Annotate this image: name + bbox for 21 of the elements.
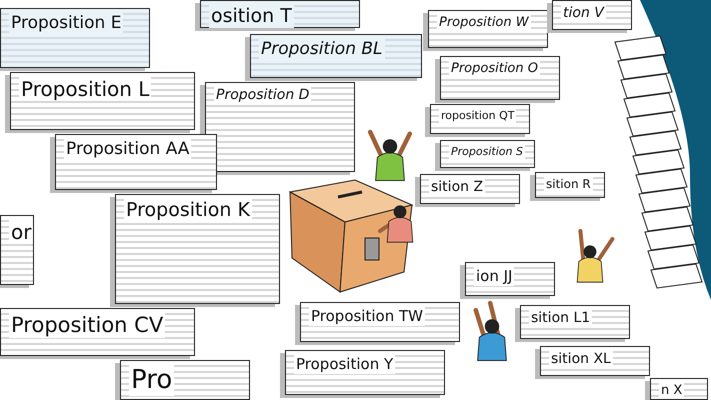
- page-title: Proposition S: [449, 145, 525, 160]
- page-title: Proposition W: [437, 15, 531, 32]
- page-title: Proposition AA: [64, 139, 192, 160]
- page-title: n X: [659, 383, 684, 400]
- document-page: [0, 308, 195, 356]
- page-title: Proposition D: [214, 87, 312, 104]
- page-title: Proposition CV: [9, 313, 166, 338]
- page-title: Pro: [129, 365, 174, 396]
- page-title: ion JJ: [474, 267, 514, 286]
- page-title: Proposition L: [19, 77, 152, 101]
- page-title: osition T: [209, 5, 294, 28]
- page-title: Proposition BL: [259, 39, 385, 60]
- page-title: sition R: [544, 177, 593, 192]
- page-title: Proposition Y: [294, 355, 396, 374]
- document-page: [0, 215, 34, 285]
- page-title: roposition QT: [439, 109, 516, 124]
- page-title: Proposition O: [449, 61, 540, 78]
- page-title: Proposition TW: [309, 307, 425, 326]
- page-title: Proposition K: [124, 199, 252, 222]
- document-page: [0, 8, 150, 68]
- page-title: Proposition E: [9, 13, 124, 34]
